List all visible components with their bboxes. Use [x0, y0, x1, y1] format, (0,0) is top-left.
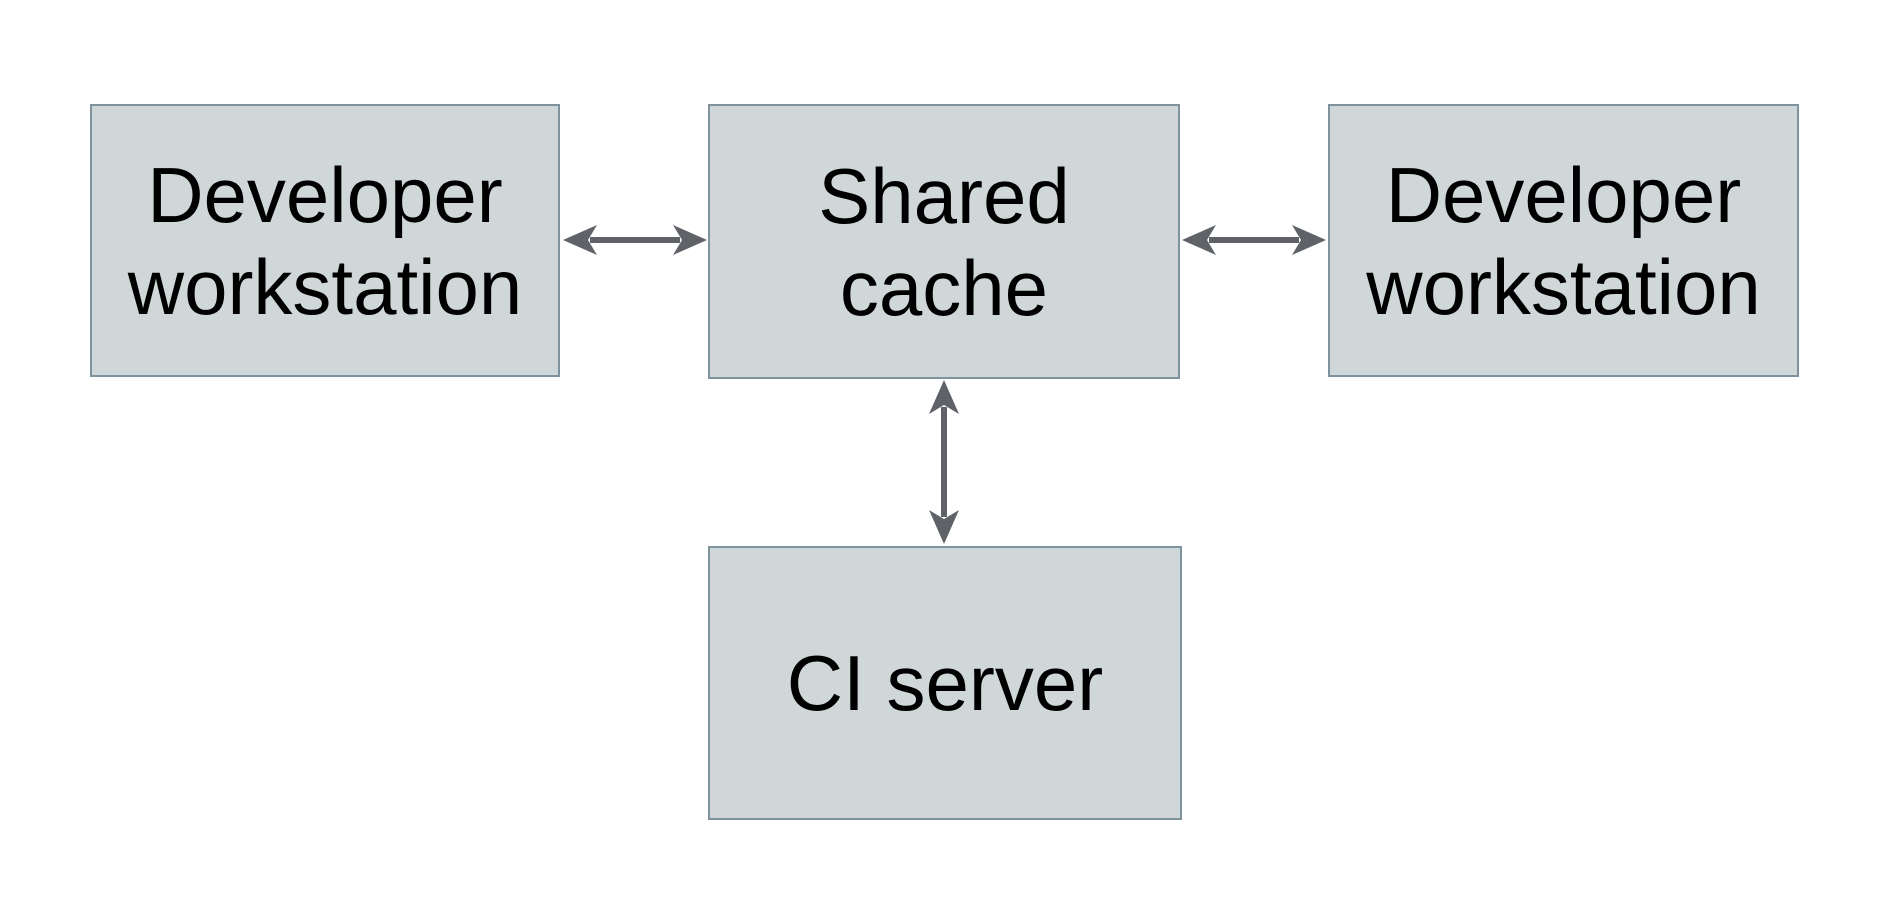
bidirectional-arrow-shared-cache-ci-server [929, 380, 959, 544]
node-developer-workstation-left-label: Developer workstation [127, 150, 523, 331]
node-ci-server: CI server [708, 546, 1182, 820]
node-ci-server-label: CI server [786, 639, 1104, 727]
node-shared-cache: Shared cache [708, 104, 1180, 379]
node-shared-cache-label: Shared cache [818, 151, 1070, 332]
node-developer-workstation-left: Developer workstation [90, 104, 560, 377]
node-developer-workstation-right: Developer workstation [1328, 104, 1799, 377]
bidirectional-arrow-left-workstation-shared-cache [563, 225, 707, 255]
node-developer-workstation-right-label: Developer workstation [1366, 150, 1761, 331]
bidirectional-arrow-shared-cache-right-workstation [1182, 225, 1326, 255]
